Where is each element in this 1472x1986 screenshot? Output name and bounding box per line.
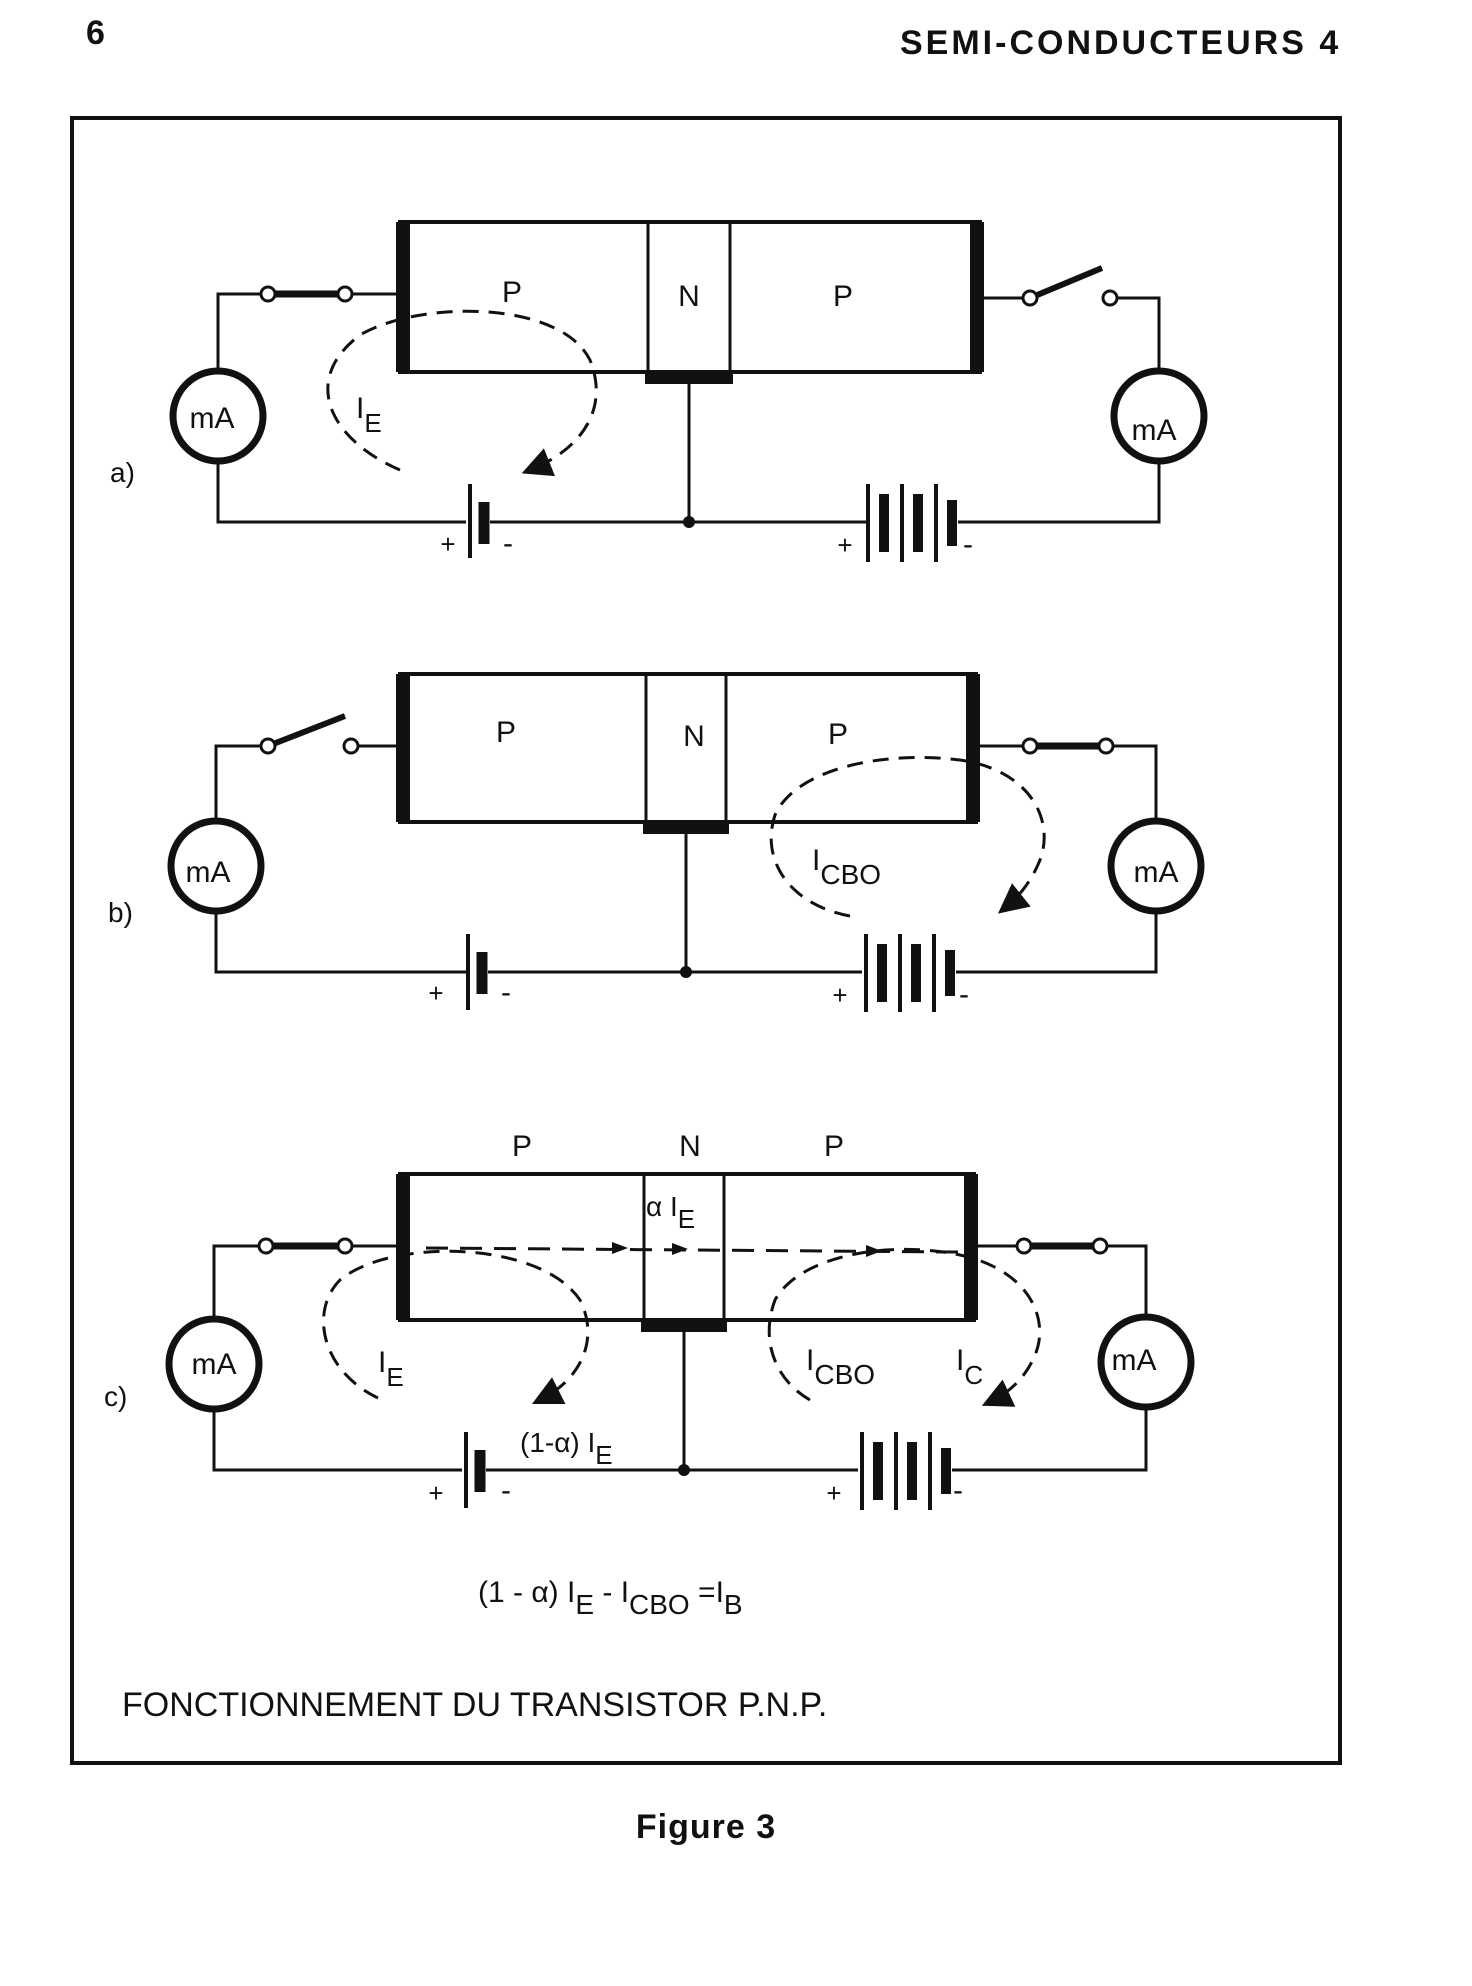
- ammeter-label: mA: [1112, 1344, 1157, 1377]
- switch-terminal: [259, 285, 277, 303]
- battery-minus: -: [501, 976, 511, 1009]
- figure-frame: [70, 116, 1342, 1765]
- ammeter-label: mA: [192, 1348, 237, 1381]
- region-collector-label: P: [828, 718, 848, 751]
- current-label-ie: IE: [356, 392, 382, 438]
- base-contact: [645, 370, 733, 384]
- panel-label-b: b): [108, 897, 133, 928]
- junction-dot: [680, 966, 692, 978]
- switch-terminal: [1097, 737, 1115, 755]
- collector-contact: [970, 222, 984, 372]
- current-loop-icbo: [767, 1247, 1042, 1407]
- figure-title: FONCTIONNEMENT DU TRANSISTOR P.N.P.: [122, 1686, 827, 1724]
- battery-plus: +: [826, 1478, 841, 1508]
- wire: [1103, 1244, 1148, 1317]
- switch-terminal: [1015, 1237, 1033, 1255]
- current-label-ie: IE: [378, 1346, 404, 1392]
- current-label-icbo: ICBO: [806, 1344, 875, 1390]
- battery-minus: -: [501, 1474, 511, 1507]
- arrowhead: [612, 1242, 628, 1254]
- switch-terminal: [257, 1237, 275, 1255]
- arrowhead: [866, 1245, 882, 1257]
- switch-terminal: [259, 737, 277, 755]
- switch-terminal: [1021, 737, 1039, 755]
- battery-plus: +: [837, 530, 852, 560]
- panel-c: P N P α IE mA + - (1-α) IE: [104, 1130, 1195, 1510]
- wire: [1110, 296, 1161, 371]
- current-label-ic: IC: [956, 1344, 983, 1390]
- current-label-alpha-ie: α IE: [646, 1191, 695, 1234]
- current-label-icbo: ICBO: [812, 844, 881, 890]
- battery-plus: +: [832, 980, 847, 1010]
- region-collector-label: P: [824, 1130, 844, 1163]
- current-loop-ie: [322, 1249, 590, 1405]
- arrowhead: [672, 1243, 688, 1255]
- ammeter-label: mA: [186, 856, 231, 889]
- ammeter-label: mA: [1134, 856, 1179, 889]
- region-collector-label: P: [833, 280, 853, 313]
- battery-minus: -: [959, 978, 969, 1011]
- current-loop-icbo: [769, 756, 1046, 918]
- region-base-label: N: [679, 1130, 701, 1163]
- current-loop-ie: [326, 309, 598, 477]
- region-emitter-label: P: [502, 276, 522, 309]
- battery-plus: +: [428, 1478, 443, 1508]
- wire: [212, 1409, 462, 1472]
- region-emitter-label: P: [496, 716, 516, 749]
- transistor-body: [398, 1172, 976, 1322]
- panel-a: P N P mA + - + - mA: [110, 220, 1208, 562]
- wire: [212, 1244, 259, 1318]
- open-switch: [266, 713, 347, 749]
- battery-minus: -: [953, 1474, 963, 1507]
- wire: [958, 462, 1161, 524]
- wire: [952, 1410, 1148, 1472]
- wire: [1113, 744, 1158, 821]
- battery-plus: +: [428, 978, 443, 1008]
- ammeter-label: mA: [1132, 414, 1177, 447]
- emitter-contact: [396, 674, 410, 822]
- switch-terminal: [336, 285, 354, 303]
- battery-plus: +: [440, 529, 455, 559]
- base-current-formula: (1 - α) IE - ICBO =IB: [478, 1576, 743, 1620]
- switch-terminal: [1101, 289, 1119, 307]
- wire: [214, 911, 466, 974]
- emitter-contact: [396, 1174, 410, 1320]
- ammeter-label: mA: [190, 402, 235, 435]
- collector-contact: [964, 1174, 978, 1320]
- wire: [214, 744, 261, 820]
- region-base-label: N: [678, 280, 700, 313]
- figure-caption: Figure 3: [635, 1808, 777, 1846]
- wire: [956, 912, 1158, 974]
- panel-label-a: a): [110, 457, 135, 488]
- open-switch: [1028, 265, 1104, 301]
- emitter-contact: [396, 222, 410, 372]
- switch-terminal: [1021, 289, 1039, 307]
- panel-label-c: c): [104, 1381, 127, 1412]
- region-emitter-label: P: [512, 1130, 532, 1163]
- base-contact: [641, 1318, 727, 1332]
- battery-minus: -: [503, 527, 513, 560]
- wire: [216, 461, 466, 524]
- switch-terminal: [336, 1237, 354, 1255]
- panel-b: P N P mA + - + - mA: [108, 672, 1205, 1012]
- page-number: 6: [86, 14, 105, 52]
- battery-minus: -: [963, 528, 973, 561]
- current-label-base: (1-α) IE: [520, 1427, 613, 1470]
- switch-terminal: [1091, 1237, 1109, 1255]
- junction-dot: [678, 1464, 690, 1476]
- switch-terminal: [342, 737, 360, 755]
- wire: [216, 292, 261, 370]
- region-base-label: N: [683, 720, 705, 753]
- base-contact: [643, 820, 729, 834]
- junction-dot: [683, 516, 695, 528]
- collector-contact: [966, 674, 980, 822]
- running-header: SEMI-CONDUCTEURS 4: [900, 24, 1342, 62]
